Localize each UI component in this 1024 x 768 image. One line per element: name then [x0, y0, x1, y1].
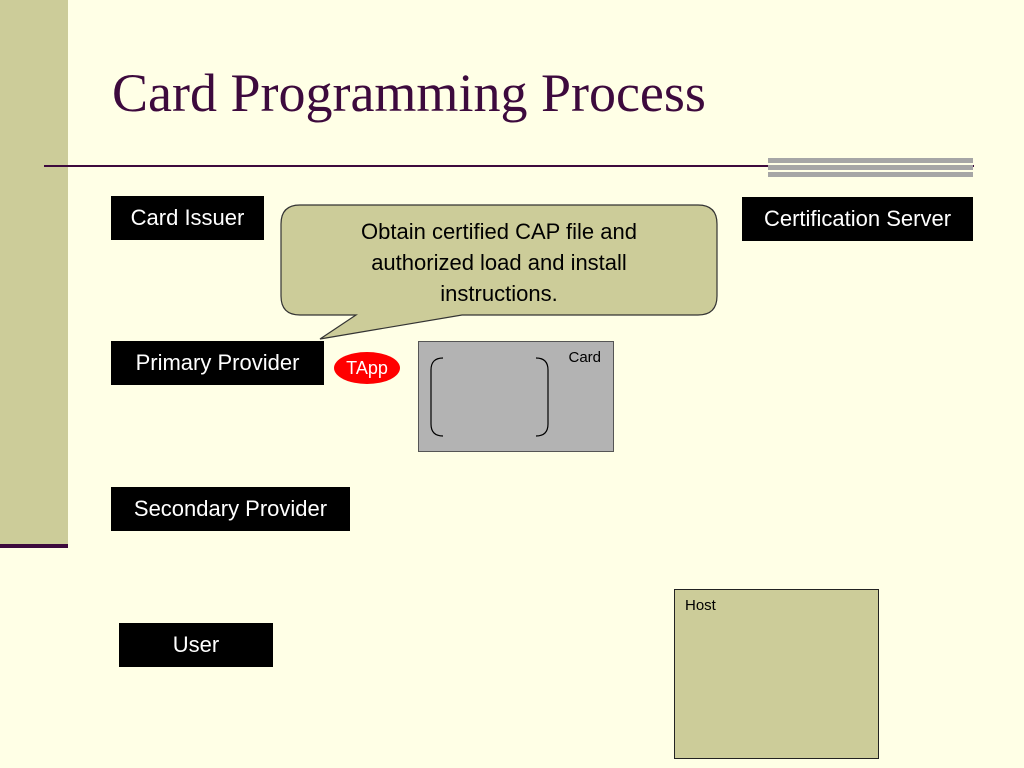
card-chip-icon — [430, 357, 549, 437]
secondary-provider-box: Secondary Provider — [111, 487, 350, 531]
title-divider-accent — [768, 158, 973, 178]
host-label: Host — [685, 597, 716, 614]
primary-provider-box: Primary Provider — [111, 341, 324, 385]
callout-text: Obtain certified CAP file and authorized… — [290, 216, 708, 309]
user-box: User — [119, 623, 273, 667]
left-decorative-bar — [0, 0, 68, 545]
callout-line-2: authorized load and install — [371, 250, 627, 275]
certification-server-box: Certification Server — [742, 197, 973, 241]
slide-title: Card Programming Process — [112, 63, 706, 123]
card-label: Card — [568, 349, 601, 366]
left-bar-accent-line — [0, 544, 68, 548]
callout-line-1: Obtain certified CAP file and — [361, 219, 637, 244]
card-issuer-box: Card Issuer — [111, 196, 264, 240]
callout-shape — [280, 204, 718, 340]
callout-line-3: instructions. — [440, 281, 558, 306]
title-divider — [44, 165, 974, 167]
tapp-badge: TApp — [334, 352, 400, 384]
card-box: Card — [418, 341, 614, 452]
host-box: Host — [674, 589, 879, 759]
